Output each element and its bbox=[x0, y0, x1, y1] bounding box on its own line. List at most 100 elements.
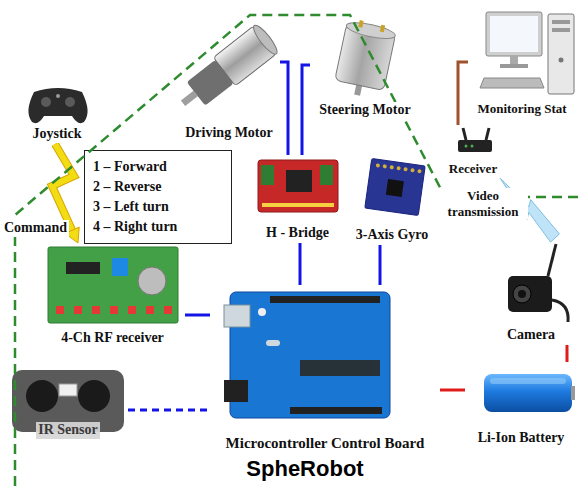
arduino-board bbox=[224, 292, 390, 418]
battery: Li-Ion Battery bbox=[465, 362, 577, 448]
motor-terminal bbox=[358, 20, 363, 28]
circuit-board bbox=[258, 160, 338, 212]
wire bbox=[566, 345, 569, 362]
command-list-box: 1 – Forward2 – Reverse3 – Left turn4 – R… bbox=[84, 150, 232, 244]
joystick: Joystick bbox=[20, 80, 94, 144]
part-label: Monitoring Stat bbox=[475, 101, 568, 117]
sensor-lens bbox=[78, 380, 110, 412]
part-label: Camera bbox=[505, 327, 557, 344]
sensor-connector bbox=[59, 384, 77, 396]
part-label: Steering Motor bbox=[317, 102, 412, 119]
camera-lens bbox=[513, 285, 531, 303]
power-button bbox=[559, 58, 564, 63]
monitor-base bbox=[500, 64, 528, 68]
battery-highlight bbox=[490, 378, 566, 384]
edge-label: Command bbox=[2, 220, 69, 237]
microcontroller: Microcontroller Control Board bbox=[210, 285, 440, 453]
wire bbox=[458, 62, 468, 125]
rf-receiver-board bbox=[48, 247, 178, 323]
driving-motor: Driving Motor bbox=[178, 18, 280, 143]
drive-slot bbox=[552, 20, 570, 24]
reset-button bbox=[258, 308, 266, 316]
camera-icon bbox=[508, 244, 568, 322]
computer-icon bbox=[480, 12, 574, 94]
pc-tower bbox=[548, 14, 574, 94]
wire bbox=[280, 62, 288, 155]
pin-hole bbox=[410, 168, 415, 173]
microcontroller-chip bbox=[300, 360, 380, 376]
motor-end-cap bbox=[250, 22, 280, 57]
sensor-lens bbox=[26, 380, 58, 412]
push-button bbox=[146, 306, 154, 314]
gyro-board bbox=[365, 158, 425, 215]
pin-header bbox=[270, 296, 380, 303]
push-button bbox=[128, 306, 136, 314]
wire bbox=[440, 389, 465, 392]
region-outline bbox=[15, 15, 578, 490]
rf-receiver: 4-Ch RF receiver bbox=[40, 243, 185, 348]
edge-label: Video transmission bbox=[438, 188, 528, 219]
gyro: 3-Axis Gyro bbox=[347, 150, 437, 245]
connector bbox=[300, 243, 301, 285]
wire bbox=[185, 314, 210, 317]
drive-slot bbox=[552, 28, 570, 32]
system-name: SpheRobot bbox=[242, 456, 367, 482]
power-jack bbox=[224, 380, 248, 402]
connector bbox=[380, 245, 381, 285]
monitoring-station: Monitoring Stat bbox=[468, 6, 576, 118]
keyboard bbox=[480, 78, 544, 88]
connector bbox=[302, 65, 310, 155]
wire bbox=[128, 409, 210, 412]
usb-port bbox=[224, 305, 250, 327]
push-button bbox=[164, 306, 172, 314]
router-led bbox=[471, 145, 474, 148]
receiver: Receiver bbox=[440, 125, 506, 178]
pin-hole bbox=[403, 167, 408, 172]
part-label: H - Bridge bbox=[264, 225, 331, 242]
camera-cable bbox=[552, 300, 568, 322]
camera: Camera bbox=[488, 238, 574, 345]
decoder-chip bbox=[66, 262, 100, 274]
part-label: 3-Axis Gyro bbox=[354, 227, 430, 244]
battery-icon bbox=[484, 374, 575, 412]
pin-hole bbox=[396, 166, 401, 171]
connector bbox=[128, 410, 210, 411]
crystal bbox=[266, 340, 280, 346]
driver-chip bbox=[286, 170, 312, 192]
push-button bbox=[92, 306, 100, 314]
terminal-block bbox=[261, 165, 274, 185]
battery-terminal bbox=[571, 386, 575, 400]
connector bbox=[440, 390, 465, 391]
terminal-block bbox=[320, 165, 333, 185]
command-item: 3 – Left turn bbox=[93, 197, 169, 217]
part-label: Receiver bbox=[447, 161, 499, 177]
router-icon bbox=[458, 128, 492, 152]
router-antenna bbox=[486, 128, 489, 140]
router-body bbox=[458, 140, 492, 152]
sensor-chip bbox=[386, 179, 404, 197]
router-antenna bbox=[463, 128, 466, 140]
motor-shaft bbox=[181, 91, 198, 106]
push-button bbox=[56, 306, 64, 314]
motor-top bbox=[345, 20, 396, 42]
camera-antenna bbox=[548, 244, 556, 276]
circuit-board bbox=[365, 158, 425, 215]
command-item: 4 – Right turn bbox=[93, 217, 177, 237]
pin-hole bbox=[389, 165, 394, 170]
wire bbox=[379, 245, 382, 285]
circuit-board bbox=[48, 247, 178, 323]
gamepad-body bbox=[28, 88, 87, 123]
pin-hole bbox=[376, 163, 381, 168]
part-label: Driving Motor bbox=[183, 125, 274, 142]
router-led bbox=[465, 145, 468, 148]
camera-lens-glass bbox=[518, 290, 526, 298]
connector bbox=[458, 62, 468, 125]
h-bridge: H - Bridge bbox=[250, 155, 345, 243]
pin-hole bbox=[383, 164, 388, 169]
wire bbox=[302, 65, 310, 155]
part-label: Li-Ion Battery bbox=[476, 430, 567, 447]
gamepad-stick bbox=[65, 97, 75, 107]
part-label: 4-Ch RF receiver bbox=[59, 330, 166, 347]
